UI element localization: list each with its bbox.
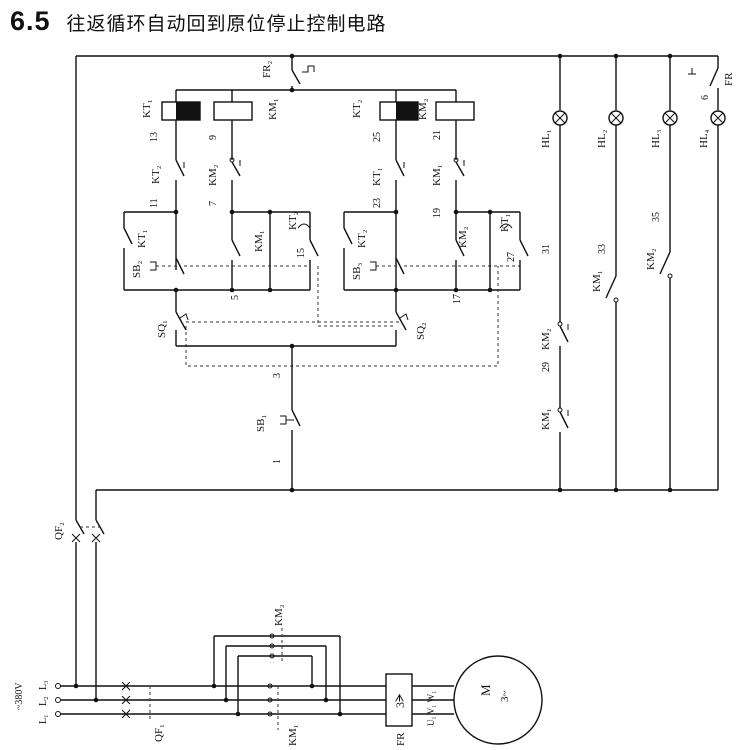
label-l1: L₁	[38, 714, 49, 724]
label-fr2: FR₂	[261, 61, 273, 78]
km2-coil	[435, 101, 475, 121]
label-kt1-coil: KT₁	[141, 99, 153, 118]
label-uvw: U₁ V₁ W₁	[426, 691, 436, 726]
label-kt2-nc: KT₂	[150, 165, 162, 184]
node-33: 33	[597, 244, 608, 254]
power-circuit: ~380V L₁ L₂ L₃ QF₁ KM₁	[14, 604, 543, 746]
label-hl4: HL₄	[698, 129, 710, 148]
label-sb3: SB₃	[351, 263, 363, 280]
sb1-branch: 3 SB₁ 1	[176, 343, 396, 493]
label-motor: M	[478, 684, 493, 696]
label-hl1: HL₁	[540, 129, 552, 148]
node-21: 21	[432, 130, 443, 140]
node-19: 19	[432, 208, 443, 218]
label-km1-nc-right: KM₁	[431, 164, 443, 186]
label-kt2-delay: KT₂	[287, 211, 299, 230]
label-hl3: HL₃	[650, 129, 662, 148]
label-fr-element: 3ᗒ	[393, 693, 407, 708]
label-sq1: SQ₁	[156, 320, 168, 338]
label-qf2: QF₂	[53, 522, 65, 540]
node-27: 27	[506, 252, 517, 262]
label-km1-main: KM₁	[287, 724, 299, 746]
sq1-switch: SQ₁	[156, 311, 189, 346]
label-sb2: SB₂	[131, 261, 143, 278]
label-qf1: QF₁	[153, 724, 165, 742]
hl1-lamp-icon	[552, 110, 568, 126]
kt1-coil	[176, 102, 200, 120]
label-kt1-delay: KT₁	[499, 213, 511, 232]
label-km2-main: KM₂	[273, 604, 285, 626]
qf2-breaker: QF₂	[53, 519, 105, 700]
node-13: 13	[149, 132, 160, 142]
motor-icon: M 3~	[453, 655, 543, 745]
node-31: 31	[541, 244, 552, 254]
label-hl2: HL₂	[596, 129, 608, 148]
label-km2-hl1: KM₂	[540, 328, 552, 350]
mechanical-links	[185, 266, 499, 367]
label-supply: ~380V	[14, 682, 25, 710]
node-7: 7	[208, 201, 219, 206]
node-5: 5	[230, 295, 241, 300]
label-km2-hl3: KM₂	[645, 248, 657, 270]
hl4-lamp-icon	[710, 110, 726, 126]
node-1: 1	[272, 459, 283, 464]
sq2-switch: SQ₂	[395, 311, 427, 346]
node-25: 25	[372, 132, 383, 142]
label-km2-coil: KM₂	[417, 98, 429, 120]
node-15: 15	[296, 248, 307, 258]
node-11: 11	[149, 198, 160, 208]
page-title: 6.5 往返循环自动回到原位停止控制电路	[10, 6, 387, 40]
label-kt1-no: KT₁	[136, 229, 148, 248]
km1-coil	[213, 101, 253, 121]
label-km1-no: KM₁	[253, 230, 265, 252]
hl2-lamp-icon	[608, 110, 624, 126]
node-9: 9	[208, 135, 219, 140]
label-fr-relay: FR	[395, 732, 407, 746]
kt2-coil	[396, 102, 418, 120]
node-23: 23	[372, 198, 383, 208]
node-3: 3	[272, 373, 283, 378]
node-29: 29	[541, 362, 552, 372]
bus-wires	[75, 55, 718, 520]
label-l3: L₃	[38, 680, 49, 690]
label-motor-phase: 3~	[499, 691, 511, 703]
label-km1-coil: KM₁	[267, 98, 279, 120]
label-kt2-coil: KT₂	[351, 99, 363, 118]
node-35: 35	[651, 212, 662, 222]
label-sb1: SB₁	[255, 415, 267, 432]
node-6: 6	[700, 95, 711, 100]
indicator-lamps: HL₁ 31 KM₂ 29 KM₁ HL₂ 33	[540, 53, 735, 493]
right-coil-group: KT₂ KM₂ 25 21 KT₁ KM₁ 23 19 KT₂	[343, 90, 529, 312]
label-km2-no: KM₂	[457, 226, 469, 248]
label-sq2: SQ₂	[415, 322, 427, 340]
label-km2-nc-left: KM₂	[207, 164, 219, 186]
label-fr-contact: FR	[723, 72, 735, 86]
label-km1-hl1: KM₁	[540, 408, 552, 430]
label-kt1-nc: KT₁	[371, 167, 383, 186]
hl3-lamp-icon	[662, 110, 678, 126]
title-text: 往返循环自动回到原位停止控制电路	[66, 13, 387, 35]
fr2-contact: FR₂	[261, 53, 315, 93]
label-kt2-no: KT₂	[356, 229, 368, 248]
title-number: 6.5	[10, 6, 51, 36]
node-17: 17	[452, 294, 463, 304]
label-l2: L₂	[38, 696, 49, 706]
label-km1-hl2: KM₁	[591, 270, 603, 292]
left-coil-group: KT₁ KM₁ 13 9 KT₂ KM₂ 11 7	[123, 90, 319, 312]
